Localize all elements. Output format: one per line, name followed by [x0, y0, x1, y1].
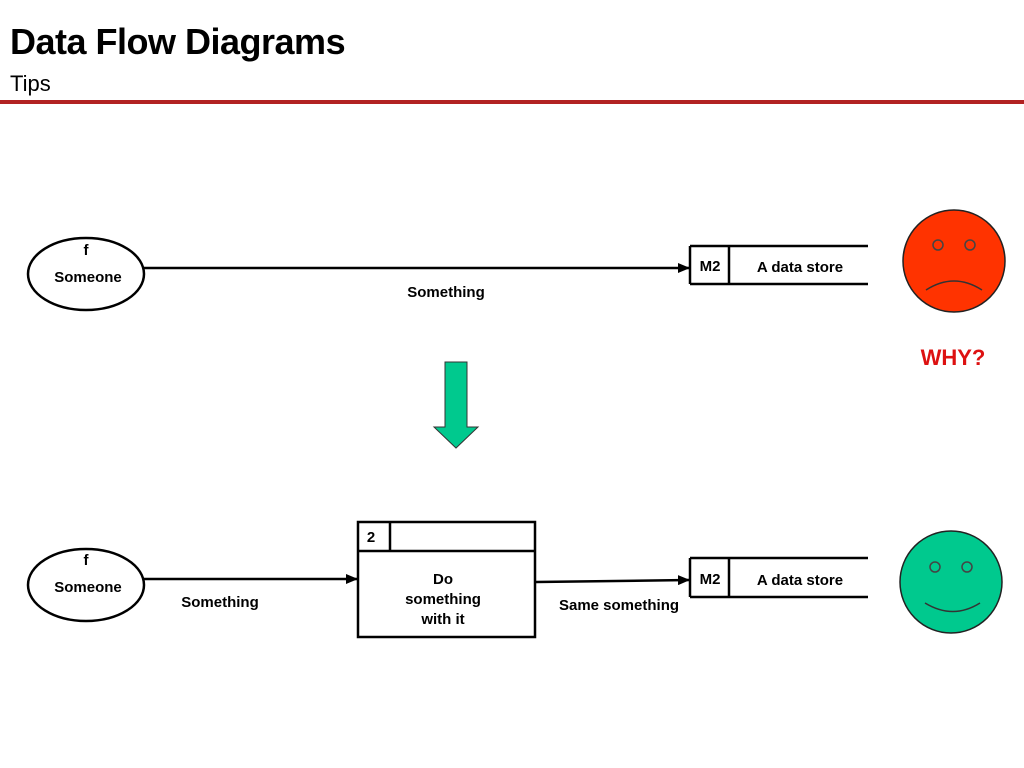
bottom-data-store: M2 A data store — [688, 556, 868, 599]
why-caption: WHY? — [921, 345, 986, 370]
store-id: M2 — [700, 571, 721, 588]
top-diagram: f Someone Something M2 A data store — [26, 236, 868, 312]
happy-face-icon — [899, 530, 1003, 634]
left-eye — [932, 239, 944, 251]
top-data-store: M2 A data store — [688, 244, 868, 286]
entity-label: Someone — [54, 269, 122, 286]
smile-mouth — [924, 602, 981, 613]
right-eye — [964, 239, 976, 251]
store-label: A data store — [757, 259, 843, 276]
happy-face-circle — [899, 530, 1003, 634]
title-divider — [0, 100, 1024, 104]
process-box: 2 Do something with it — [356, 520, 537, 639]
left-eye — [929, 561, 941, 573]
page-subtitle: Tips — [10, 71, 51, 96]
entity-id: f — [84, 242, 90, 259]
bottom-diagram: f Someone Something 2 Do something with … — [26, 520, 868, 639]
process-shape — [356, 520, 537, 639]
process-number: 2 — [367, 529, 375, 546]
down-arrow-icon — [432, 361, 480, 449]
bottom-input-flow: Something — [144, 574, 358, 611]
flow-label: Same something — [559, 597, 679, 614]
store-label: A data store — [757, 572, 843, 589]
entity-shape — [26, 236, 146, 312]
sad-face-icon — [902, 209, 1006, 313]
right-eye — [961, 561, 973, 573]
bottom-output-flow: Same something — [535, 575, 690, 614]
top-data-flow: Something — [144, 263, 690, 301]
frown-mouth — [925, 280, 983, 291]
process-label-line-1: Do — [433, 571, 453, 588]
flow-label: Something — [407, 284, 485, 301]
flow-label: Something — [181, 594, 259, 611]
top-external-entity: f Someone — [26, 236, 146, 312]
flow-line — [535, 575, 690, 586]
page-title: Data Flow Diagrams — [10, 21, 346, 62]
process-label-line-2: something — [405, 591, 481, 608]
entity-id: f — [84, 552, 90, 569]
sad-face-circle — [902, 209, 1006, 313]
bottom-external-entity: f Someone — [26, 547, 146, 623]
process-label-line-3: with it — [420, 611, 464, 628]
entity-label: Someone — [54, 579, 122, 596]
entity-shape — [26, 547, 146, 623]
store-id: M2 — [700, 258, 721, 275]
